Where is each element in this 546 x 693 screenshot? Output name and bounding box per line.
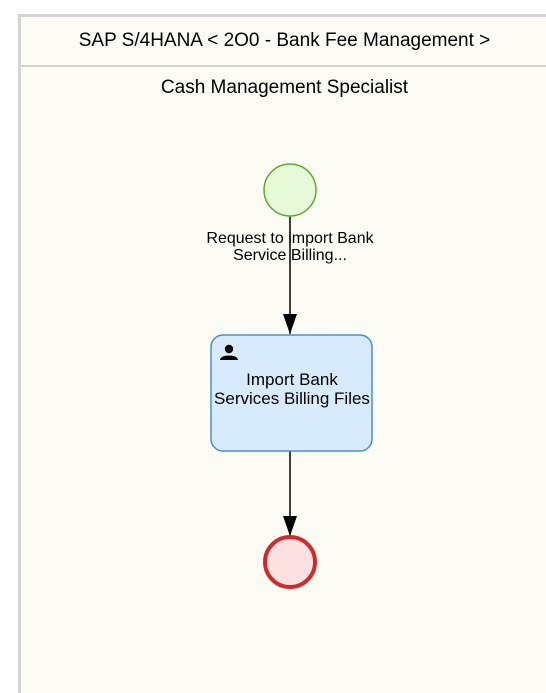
arrowhead-to-task — [283, 314, 297, 334]
user-icon — [220, 344, 238, 360]
pool-title: SAP S/4HANA < 2O0 - Bank Fee Management … — [21, 17, 546, 67]
task-label: Import Bank Services Billing Files — [214, 370, 370, 408]
start-event[interactable] — [263, 163, 317, 217]
end-event[interactable] — [263, 535, 317, 589]
lane-title: Cash Management Specialist — [160, 77, 409, 98]
task-import-bank-services-billing-files[interactable] — [210, 334, 373, 452]
arrowhead-to-end — [283, 516, 297, 536]
start-event-label: Request to import Bank Service Billing..… — [206, 230, 374, 264]
